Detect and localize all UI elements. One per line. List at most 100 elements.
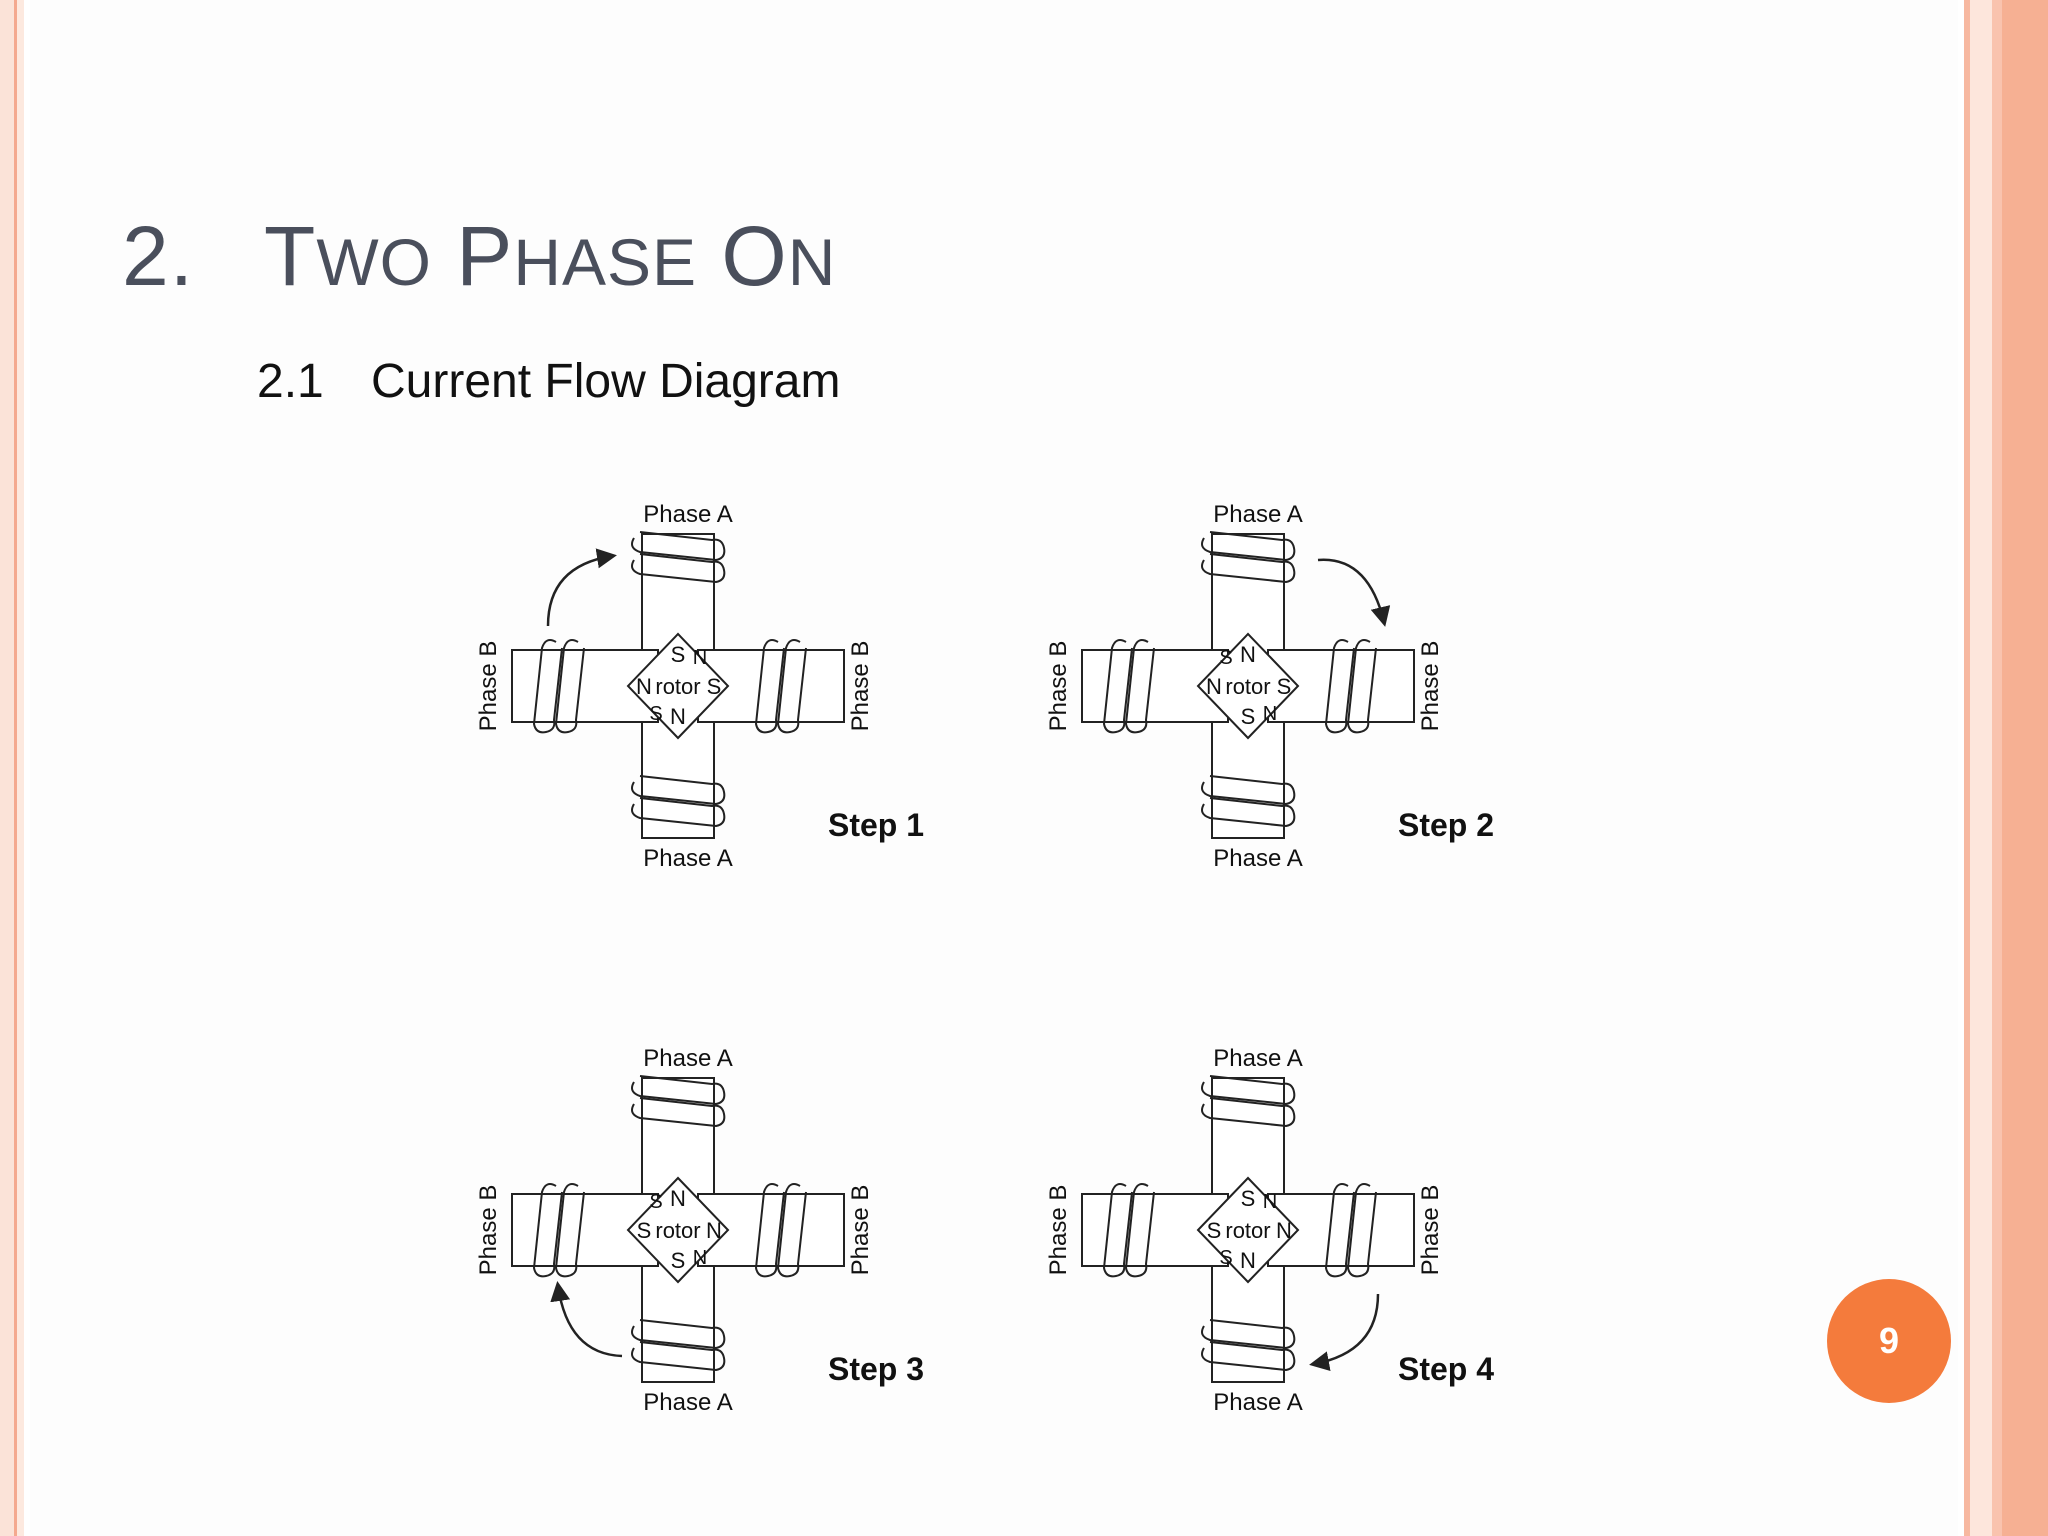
coil-winding — [776, 639, 807, 734]
rotor-diamond — [626, 632, 730, 740]
coil-winding — [1201, 553, 1296, 584]
pole-letter-bottom: S — [1241, 704, 1256, 729]
pole-letter-top: N — [1240, 642, 1256, 667]
phase-b-label-right: Phase B — [1417, 1185, 1444, 1276]
rotor-label: rotor — [1225, 674, 1270, 699]
step-label: Step 1 — [828, 807, 924, 843]
subtitle-text: Current Flow Diagram — [371, 355, 841, 408]
coil-winding — [1201, 775, 1296, 806]
phase-b-label-right: Phase B — [1417, 641, 1444, 732]
rotation-arrow — [1309, 1293, 1380, 1372]
coil-winding — [1324, 639, 1355, 734]
pole-letter-left: N — [636, 674, 652, 699]
pole-letter-top: S — [671, 642, 686, 667]
phase-a-label-bottom: Phase A — [643, 845, 732, 872]
coil-winding — [1201, 1075, 1296, 1106]
coil-winding — [1124, 639, 1155, 734]
coil-winding — [631, 775, 726, 806]
phase-a-label-bottom: Phase A — [1213, 1389, 1302, 1416]
phase-a-label-bottom: Phase A — [643, 1389, 732, 1416]
pole-letter-top: S — [1241, 1186, 1256, 1211]
coil-winding — [1201, 1341, 1296, 1372]
rotor-pole-upper: S — [1219, 647, 1232, 669]
coil-winding — [554, 1183, 585, 1278]
title-word-rest: HASE — [513, 225, 698, 299]
coil-winding — [1201, 797, 1296, 828]
pole-letter-left: S — [637, 1218, 652, 1243]
phase-a-label-top: Phase A — [1213, 1045, 1302, 1072]
rotor-label: rotor — [1225, 1218, 1270, 1243]
rotor-pole-lower: S — [1219, 1247, 1232, 1269]
coil-winding — [631, 531, 726, 562]
slide-title: 2.TWO PHASE ON — [122, 208, 836, 305]
rotor-pole-lower: N — [1263, 703, 1277, 725]
rotor-pole-upper: S — [649, 1191, 662, 1213]
slide-background — [30, 0, 1958, 1536]
coil-winding — [1201, 1319, 1296, 1350]
coil-winding — [631, 1075, 726, 1106]
title-number: 2. — [122, 209, 195, 303]
pole-letter-top: N — [670, 1186, 686, 1211]
phase-b-label-left: Phase B — [475, 1185, 502, 1276]
coil-winding — [554, 639, 585, 734]
coil-winding — [631, 553, 726, 584]
step-label: Step 2 — [1398, 807, 1494, 843]
coil-winding — [1102, 639, 1133, 734]
rotor-label: rotor — [655, 1218, 700, 1243]
title-word-initial: O — [721, 209, 788, 303]
rotation-arrow — [1317, 558, 1391, 627]
phase-a-label-bottom: Phase A — [1213, 845, 1302, 872]
coil-winding — [754, 1183, 785, 1278]
pole-letter-right: N — [706, 1218, 722, 1243]
coil-winding — [532, 639, 563, 734]
phase-a-label-top: Phase A — [643, 1045, 732, 1072]
coil-winding — [532, 1183, 563, 1278]
coil-winding — [1102, 1183, 1133, 1278]
coil-winding — [631, 1097, 726, 1128]
pole-letter-left: N — [1206, 674, 1222, 699]
coil-winding — [1346, 639, 1377, 734]
coil-winding — [776, 1183, 807, 1278]
coil-winding — [1201, 1097, 1296, 1128]
phase-b-label-left: Phase B — [1045, 1185, 1072, 1276]
rotor-pole-upper: N — [693, 647, 707, 669]
slide-frame-left — [0, 0, 30, 1536]
coil-winding — [1346, 1183, 1377, 1278]
coil-winding — [1124, 1183, 1155, 1278]
pole-letter-bottom: N — [1240, 1248, 1256, 1273]
pole-letter-bottom: N — [670, 704, 686, 729]
rotation-arrow — [550, 1281, 623, 1358]
page-number-badge: 9 — [1827, 1279, 1951, 1403]
rotor-pole-lower: S — [649, 703, 662, 725]
page-number: 9 — [1878, 1320, 1900, 1361]
rotation-arrow — [546, 548, 617, 627]
phase-b-label-left: Phase B — [475, 641, 502, 732]
phase-a-label-top: Phase A — [643, 501, 732, 528]
step-label: Step 4 — [1398, 1351, 1494, 1387]
rotor-pole-upper: N — [1263, 1191, 1277, 1213]
phase-a-label-top: Phase A — [1213, 501, 1302, 528]
phase-b-label-right: Phase B — [847, 641, 874, 732]
slide-frame-right — [1958, 0, 2048, 1536]
rotor-diamond — [626, 1176, 730, 1284]
coil-winding — [631, 1319, 726, 1350]
coil-winding — [631, 797, 726, 828]
rotor-diamond — [1196, 632, 1300, 740]
step-label: Step 3 — [828, 1351, 924, 1387]
pole-letter-right: S — [1277, 674, 1292, 699]
phase-b-label-right: Phase B — [847, 1185, 874, 1276]
subtitle-number: 2.1 — [257, 355, 324, 408]
coil-winding — [631, 1341, 726, 1372]
slide-subtitle: 2.1 Current Flow Diagram — [257, 354, 840, 409]
phase-b-label-left: Phase B — [1045, 641, 1072, 732]
coil-winding — [1201, 531, 1296, 562]
title-word-rest: N — [787, 225, 837, 299]
coil-winding — [754, 639, 785, 734]
rotor-diamond — [1196, 1176, 1300, 1284]
pole-letter-left: S — [1207, 1218, 1222, 1243]
